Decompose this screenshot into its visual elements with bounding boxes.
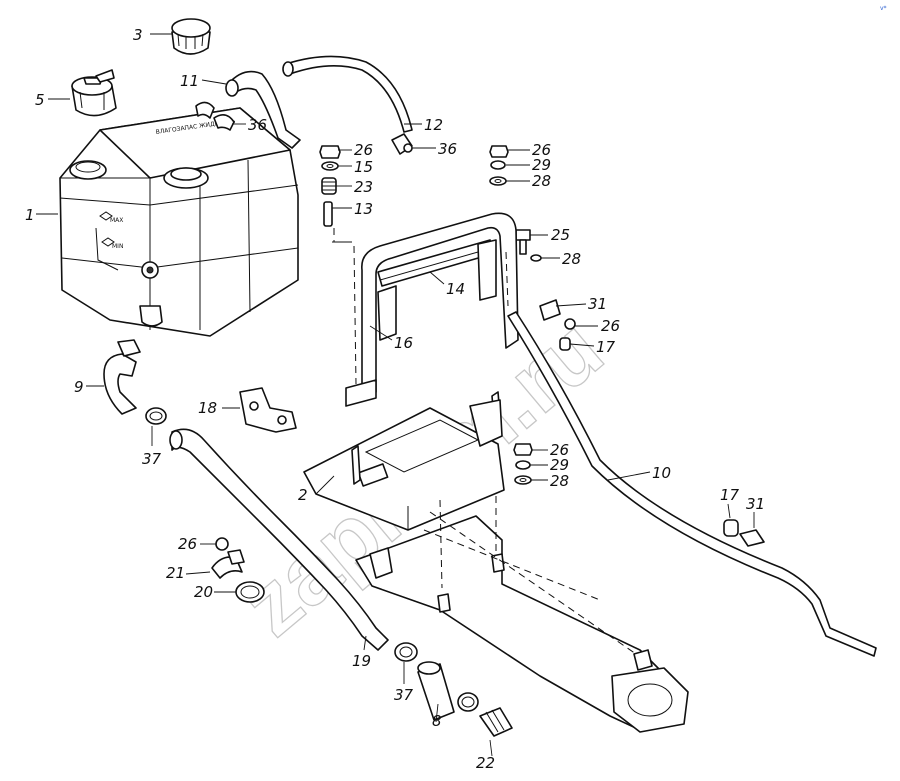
callout-labels: 3 5 1 11 36 12 36 26 15 23 13 26 29 28 2…	[25, 26, 765, 772]
part-8-sleeve	[417, 661, 455, 721]
part-12-long-hose	[282, 55, 413, 133]
leader-lines	[36, 33, 755, 757]
corner-mark: v*	[880, 5, 887, 12]
callout-26-d: 26	[178, 535, 197, 553]
callout-9: 9	[74, 378, 84, 396]
callout-26-c: 26	[601, 317, 620, 335]
callout-36-b: 36	[438, 140, 457, 158]
part-17-sleeve-b	[723, 519, 739, 537]
callout-36-a: 36	[248, 116, 267, 134]
callout-17-a: 17	[596, 338, 616, 356]
callout-2: 2	[298, 486, 308, 504]
callout-21: 21	[166, 564, 185, 582]
callout-29-b: 29	[550, 456, 569, 474]
callout-26-b: 26	[532, 141, 551, 159]
part-11-hose	[225, 70, 301, 149]
part-16-bracket	[345, 212, 519, 407]
callout-25: 25	[551, 226, 570, 244]
part-1-expansion-tank: MAX MIN ВЛАГОЗАПАС ЖИДКОСТЬ	[59, 107, 299, 337]
callout-29-a: 29	[532, 156, 551, 174]
part-3-cap	[171, 18, 211, 55]
part-36-clamps	[195, 101, 235, 131]
part-26-nut-b	[489, 145, 509, 158]
part-19-hose	[169, 428, 389, 651]
part-18-plate	[239, 387, 297, 433]
callout-8: 8	[432, 712, 442, 730]
callout-22: 22	[476, 754, 495, 772]
part-15-washer	[321, 161, 339, 171]
callout-20: 20	[194, 583, 213, 601]
part-37-clamp-a	[145, 407, 167, 425]
part-37-clamp-b	[394, 642, 418, 662]
callout-11: 11	[180, 72, 199, 90]
part-25-bolt	[515, 229, 531, 255]
callout-18: 18	[198, 399, 217, 417]
callout-19: 19	[352, 652, 371, 670]
part-22-clamp-pair	[457, 692, 513, 737]
part-26-nut-e	[513, 443, 533, 456]
part-5-valve-cap	[71, 69, 117, 117]
part-28-washer-a	[489, 176, 507, 186]
part-28-washer-b	[530, 254, 542, 262]
part-26-nut-a	[319, 145, 341, 159]
callout-16: 16	[394, 334, 413, 352]
callout-14: 14	[446, 280, 465, 298]
part-14-strap	[377, 239, 497, 341]
part-26-nut-d	[215, 537, 229, 551]
callout-15: 15	[354, 158, 373, 176]
callout-28-a: 28	[532, 172, 551, 190]
part-31-clip-b	[739, 529, 765, 547]
tank-max-mark: MAX	[110, 217, 123, 224]
callout-3: 3	[133, 26, 143, 44]
callout-31-b: 31	[746, 495, 765, 513]
lower-duct-housing	[355, 515, 689, 733]
callout-28-b: 28	[562, 250, 581, 268]
part-26-nut-c	[564, 318, 576, 330]
callout-17-b: 17	[720, 486, 740, 504]
callout-5: 5	[35, 91, 45, 109]
callout-23: 23	[354, 178, 373, 196]
callout-26-e: 26	[550, 441, 569, 459]
callout-26-a: 26	[354, 141, 373, 159]
callout-1: 1	[25, 206, 35, 224]
part-9-hose	[103, 339, 141, 415]
callout-10: 10	[652, 464, 671, 482]
callout-13: 13	[354, 200, 373, 218]
part-31-clip-a	[539, 299, 561, 321]
tank-min-mark: MIN	[112, 243, 123, 250]
part-29-washer-a	[490, 160, 506, 170]
part-13-bolt	[323, 201, 333, 227]
assembly-lines	[333, 228, 637, 655]
part-17-sleeve-a	[559, 337, 571, 351]
callout-31-a: 31	[588, 295, 607, 313]
part-28-washer-c	[514, 475, 532, 485]
part-2-mount-bracket	[303, 391, 505, 531]
part-36-fitting	[391, 133, 413, 155]
callout-12: 12	[424, 116, 443, 134]
callout-28-c: 28	[550, 472, 569, 490]
part-10-tube	[507, 311, 877, 657]
callout-37-b: 37	[394, 686, 414, 704]
part-29-washer-b	[515, 460, 531, 470]
callout-37-a: 37	[142, 450, 162, 468]
part-21-clamp	[211, 549, 245, 579]
part-20-clamp	[235, 581, 265, 603]
part-23-bushing	[321, 177, 337, 195]
